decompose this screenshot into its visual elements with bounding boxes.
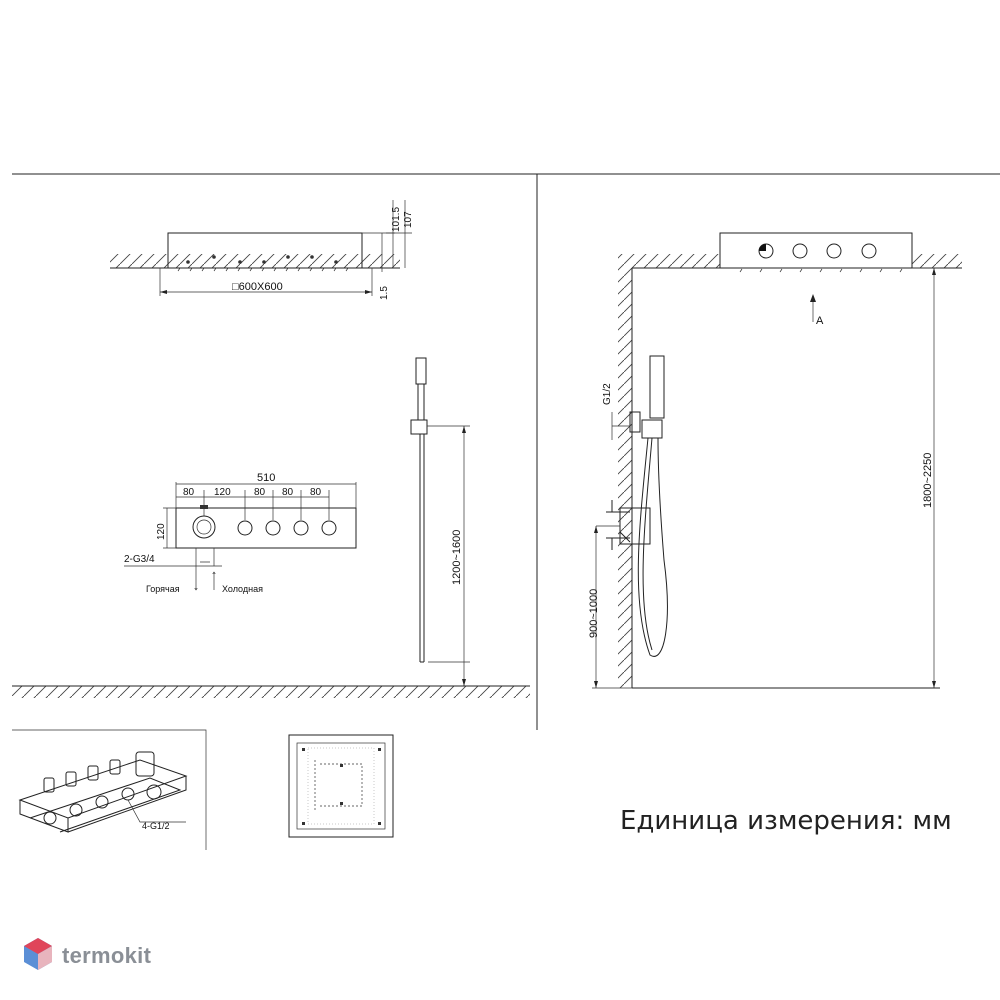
- frame-lines: [12, 173, 1000, 730]
- knob-3: [293, 520, 309, 536]
- view-label-a: A: [816, 315, 824, 327]
- brand-logo: termokit: [22, 936, 151, 976]
- dim-1800-2250: 1800~2250: [922, 453, 934, 508]
- dim-80-d: 80: [310, 487, 322, 498]
- outlets-label: 4-G1/2: [142, 821, 170, 831]
- iso-mixer-box: 4-G1/2: [12, 729, 207, 850]
- inlet-size: 2-G3/4: [124, 554, 155, 565]
- dim-80-a: 80: [183, 487, 195, 498]
- cold-label: Холодная: [222, 584, 263, 594]
- iso-knobs: [43, 751, 155, 793]
- brand-name: termokit: [62, 943, 152, 968]
- bathroom-side-section: A G1/2 900~1000 1800~2250: [588, 232, 962, 689]
- connection-size: G1/2: [602, 383, 613, 405]
- dim-120: 120: [214, 487, 231, 498]
- dim-1200-1600: 1200~1600: [451, 530, 463, 585]
- dim-120-height: 120: [156, 523, 167, 540]
- ceiling-shower-side-view: □600X600 101.5 107 1.5: [110, 200, 414, 300]
- dim-1-5: 1.5: [379, 286, 390, 300]
- termokit-logo-icon: [24, 938, 52, 970]
- nozzle-row: [177, 255, 349, 272]
- dim-80-b: 80: [254, 487, 266, 498]
- dim-107: 107: [403, 211, 414, 228]
- knob-2: [265, 520, 281, 536]
- dim-510: 510: [257, 472, 275, 484]
- dim-101-5: 101.5: [391, 207, 402, 232]
- dim-900-1000: 900~1000: [588, 589, 600, 638]
- panel-knobs-top: [739, 243, 903, 273]
- hot-label: Горячая: [146, 584, 180, 594]
- iso-pipes: [43, 784, 162, 825]
- units-caption: Единица измерения: мм: [620, 806, 952, 836]
- dim-80-c: 80: [282, 487, 294, 498]
- knob-4: [321, 520, 337, 536]
- thermostat-panel-front-view: 510 80 120 80 80 80 120 2-G3/4 Горячая Х…: [124, 472, 357, 594]
- hand-shower-elevation: 1200~1600: [12, 357, 530, 698]
- dim-600x600: □600X600: [232, 281, 283, 293]
- ceiling-head-plan-view: [288, 734, 394, 838]
- knob-1: [237, 520, 253, 536]
